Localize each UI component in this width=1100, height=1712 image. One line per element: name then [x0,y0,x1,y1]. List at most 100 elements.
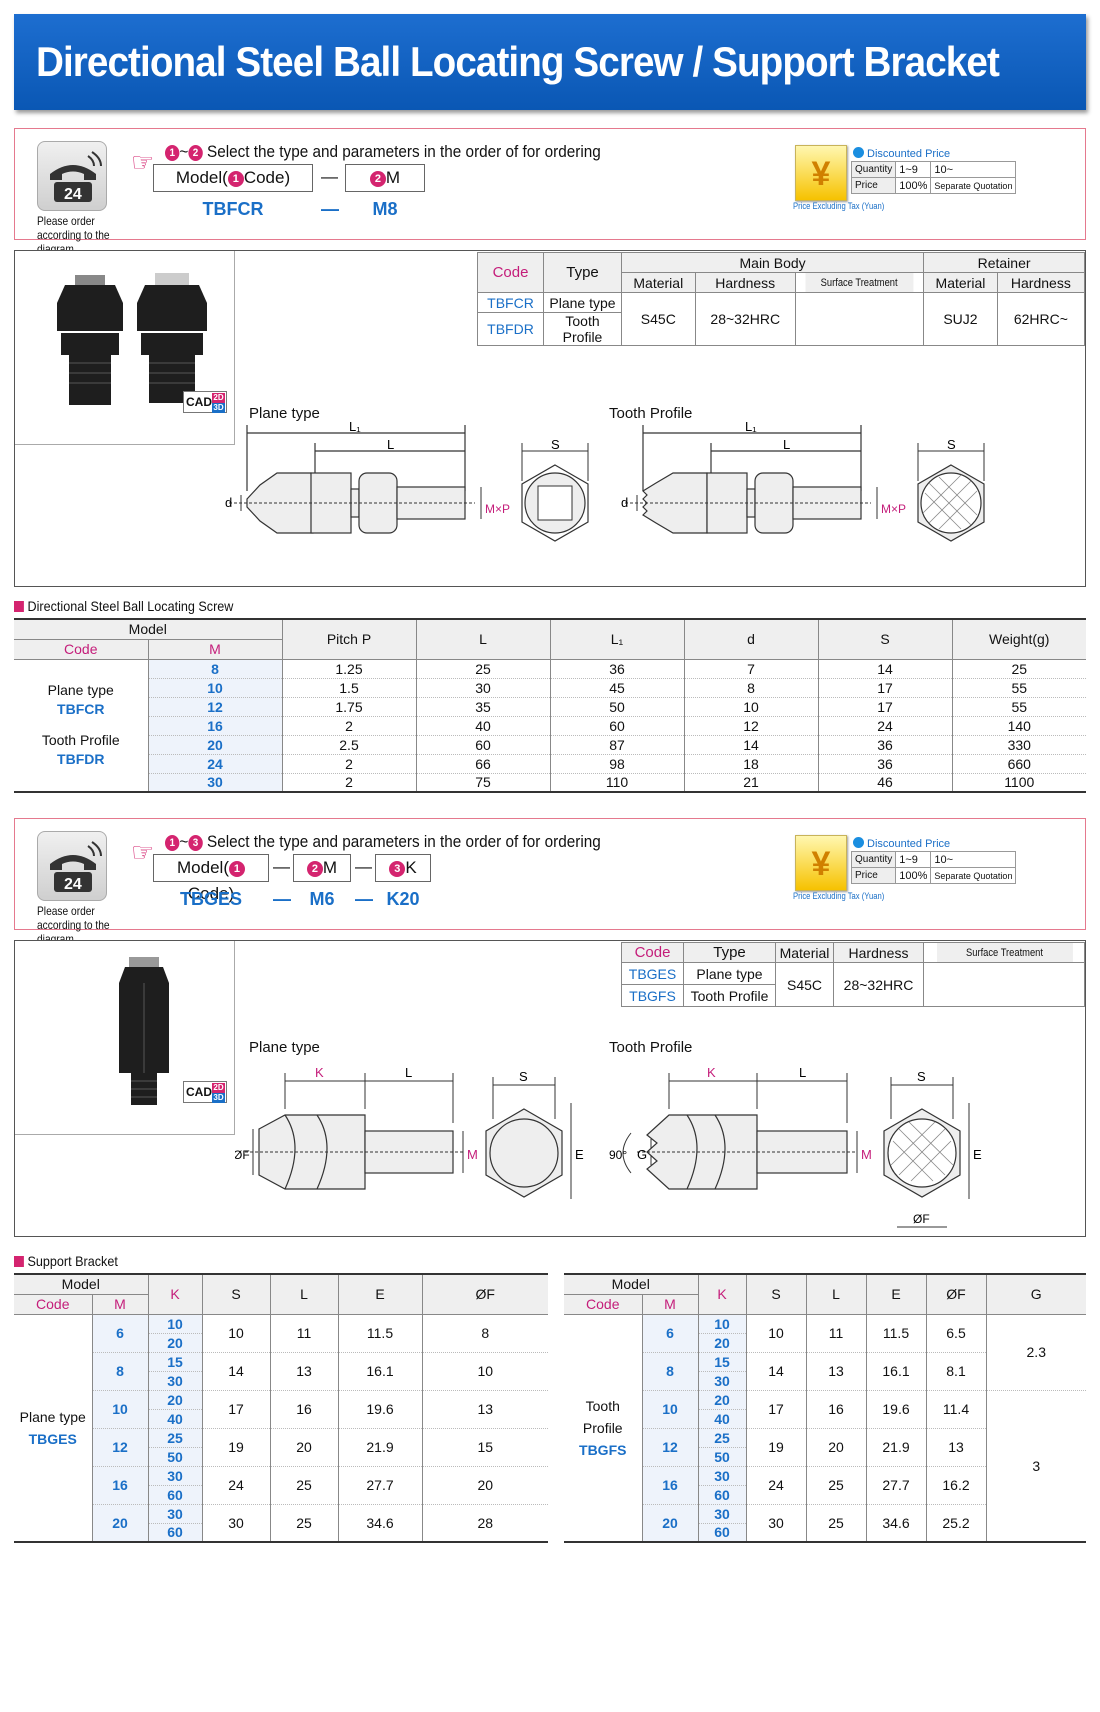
dim-l-2: L [405,1065,412,1080]
yen-icon: ¥ [795,145,847,201]
dim-e-tooth: E [973,1147,982,1162]
hand-pointer-icon: ☞ [131,147,155,177]
model-code-field-2: Model(1Code) [153,854,269,903]
price-footnote-2: Price Excluding Tax (Yuan) [793,891,885,901]
dim-e: E [575,1147,584,1162]
dim-s-tooth: S [947,437,956,452]
dim-l: L [387,437,394,452]
dim-mxp: M×P [485,502,510,516]
plane-type-label: Plane type [249,405,320,422]
example-k: K20 [386,889,420,909]
separator: — [273,857,290,876]
support-tooth-drawing: K L S E G 90° ØF M [609,1065,982,1228]
example-separator: — [321,199,339,219]
discount-title: Discounted Price [853,147,950,160]
dim-m-tooth: M [861,1147,872,1162]
tooth-profile-label: Tooth Profile [609,405,693,422]
dim-s: S [551,437,560,452]
tooth-profile-label-2: Tooth Profile [609,1039,693,1056]
example-separator: — [273,889,291,909]
example-m: M8 [372,199,398,219]
price-footnote: Price Excluding Tax (Yuan) [793,201,885,211]
example-m-2: M6 [309,889,335,909]
dim-angle: 90° [609,1148,627,1162]
table2-title: Support Bracket [14,1253,118,1269]
dim-l-tooth: L [783,437,790,452]
page-title: Directional Steel Ball Locating Screw / … [36,38,1000,85]
dim-l1: L₁ [349,421,361,434]
order-instructions-2: 24 Please order according to the diagram… [14,818,1086,946]
order-step-text-2: 1~3 Select the type and parameters in th… [165,832,601,852]
plane-type-label-2: Plane type [249,1039,320,1056]
hand-pointer-icon: ☞ [131,837,155,867]
dim-k-tooth: K [707,1065,716,1080]
dim-l-tooth-2: L [799,1065,806,1080]
dim-g: G [637,1147,647,1162]
dim-l1-tooth: L₁ [745,421,757,434]
dim-k: K [315,1065,324,1080]
dim-s-2: S [519,1069,528,1084]
support-plane-drawing: K L S E ØF M [235,1065,584,1199]
order-step-text: 1~2 Select the type and parameters in th… [165,142,601,162]
yen-icon: ¥ [795,835,847,891]
example-code: TBFCR [202,199,264,219]
dim-mxp-tooth: M×P [881,502,906,516]
dim-f-tooth: ØF [913,1212,930,1226]
separator: — [321,167,338,186]
dim-d: d [225,495,232,510]
example-code-2: TBGES [179,889,242,909]
discount-title-2: Discounted Price [853,837,950,850]
plane-type-drawing: L₁ L S d M×P [225,421,589,542]
dim-m: M [467,1147,478,1162]
example-separator: — [355,889,373,909]
svg-text:24: 24 [64,186,82,203]
phone-24-icon: 24 [37,831,107,901]
order-instructions-1: 24 Please order according to the diagram… [14,128,1086,256]
dim-d-tooth: d [621,495,628,510]
tooth-profile-drawing: L₁ L S d M×P [621,421,985,542]
dim-f: ØF [235,1148,250,1162]
dim-s-tooth-2: S [917,1069,926,1084]
svg-text:24: 24 [64,876,82,893]
table1-title: Directional Steel Ball Locating Screw [14,598,233,614]
